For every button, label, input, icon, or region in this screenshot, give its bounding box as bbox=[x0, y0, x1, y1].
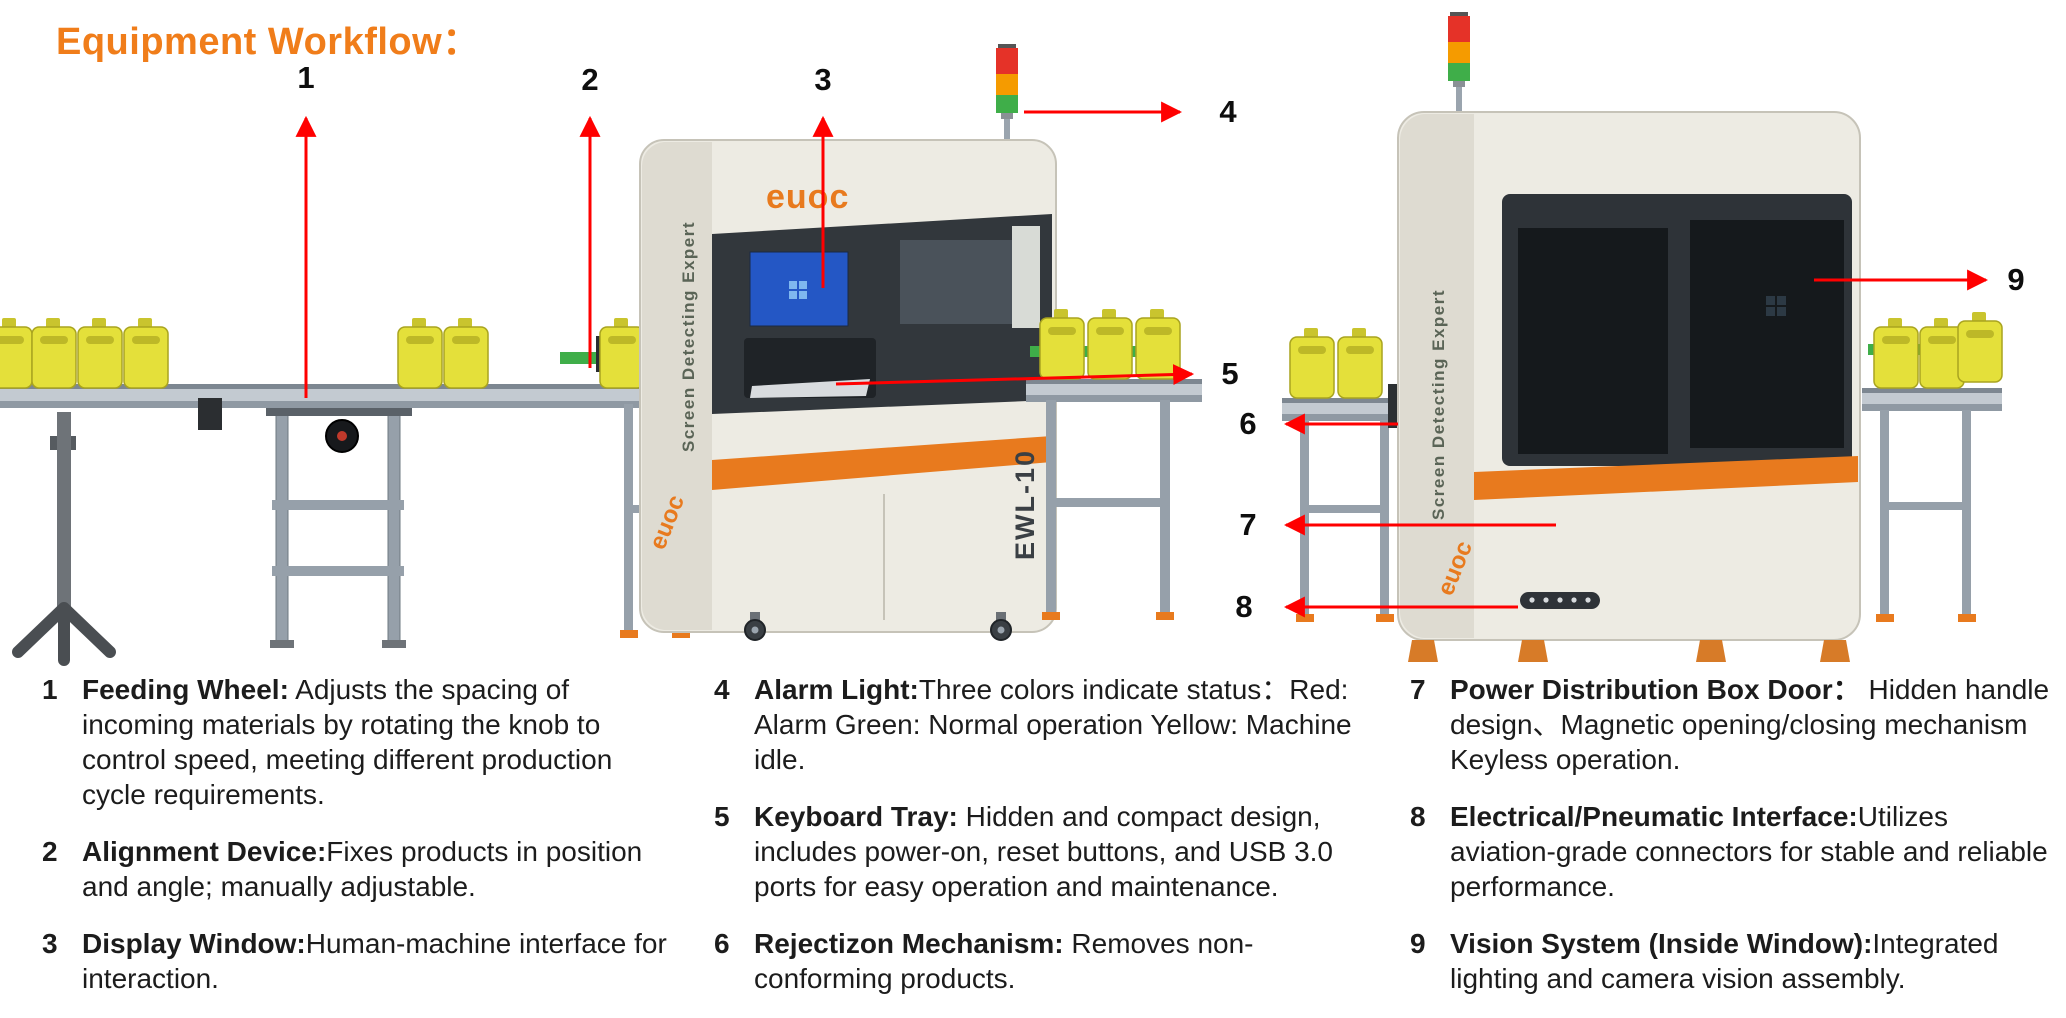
brand-logo-center-top: euoc bbox=[766, 178, 849, 216]
legend-entry-alignment-device: 2 Alignment Device:Fixes products in pos… bbox=[42, 834, 678, 904]
alarm-light-center bbox=[996, 44, 1018, 145]
legend-entry-desc: Integrated lighting and camera vision as… bbox=[1450, 928, 1999, 994]
callout-label-7: 7 bbox=[1239, 507, 1257, 542]
legend-entry-desc: Adjusts the spacing of incoming material… bbox=[82, 674, 613, 810]
legend-entry-display-window: 3 Display Window:Human-machine interface… bbox=[42, 926, 678, 996]
windows-logo-faint bbox=[1766, 296, 1786, 316]
legend-entry-alarm-light: 4 Alarm Light:Three colors indicate stat… bbox=[714, 672, 1369, 777]
feeding-wheel-station bbox=[266, 386, 412, 648]
legend-entry-term: Alignment Device: bbox=[82, 836, 327, 867]
legend-entry-term: Alarm Light: bbox=[754, 674, 919, 705]
tripod-stand bbox=[12, 412, 116, 666]
callout-label-3: 3 bbox=[814, 62, 832, 97]
legend-entry-text: Alarm Light:Three colors indicate status… bbox=[754, 672, 1369, 777]
legend-entry-desc: Hidden handle design、Magnetic opening/cl… bbox=[1450, 674, 2050, 775]
legend-entry-desc: Removes non-conforming products. bbox=[754, 928, 1254, 994]
legend-entry-text: Keyboard Tray: Hidden and compact design… bbox=[754, 799, 1369, 904]
conveyor-mid-right bbox=[1026, 346, 1202, 620]
legend-entry-electrical-interface: 8 Electrical/Pneumatic Interface:Utilize… bbox=[1410, 799, 2056, 904]
yellow-containers-right bbox=[1873, 311, 2003, 389]
callout-label-2: 2 bbox=[581, 62, 599, 97]
legend-entry-number: 6 bbox=[714, 928, 730, 959]
callout-arrows bbox=[295, 101, 1989, 618]
legend-entry-number: 3 bbox=[42, 928, 58, 959]
legend-entry-desc: Utilizes aviation-grade connectors for s… bbox=[1450, 801, 2048, 902]
equipment-illustration: Screen Detecting Expert euoc EWL-10 euoc bbox=[0, 12, 2003, 666]
legend-entry-desc: Three colors indicate status：Red: Alarm … bbox=[754, 674, 1352, 775]
legend-entry-number: 2 bbox=[42, 836, 58, 867]
leveling-feet bbox=[1408, 640, 1850, 662]
legend-entry-desc: Fixes products in position and angle; ma… bbox=[82, 836, 643, 902]
legend-entry-text: Vision System (Inside Window):Integrated… bbox=[1450, 926, 2056, 996]
legend-entry-term: Vision System (Inside Window): bbox=[1450, 928, 1873, 959]
conveyor-left bbox=[0, 384, 700, 430]
legend-entry-number: 8 bbox=[1410, 801, 1426, 832]
legend-entry-number: 5 bbox=[714, 801, 730, 832]
orange-band-center bbox=[712, 436, 1052, 490]
legend-entry-keyboard-tray: 5 Keyboard Tray: Hidden and compact desi… bbox=[714, 799, 1369, 904]
legend-entry-number: 7 bbox=[1410, 674, 1426, 705]
legend-entry-number: 9 bbox=[1410, 928, 1426, 959]
orange-band-right bbox=[1474, 456, 1858, 500]
side-label-right: Screen Detecting Expert bbox=[1429, 289, 1448, 520]
legend-entry-term: Display Window: bbox=[82, 928, 306, 959]
legend-column-1: 1 Feeding Wheel: Adjusts the spacing of … bbox=[42, 672, 678, 1018]
legend-entry-power-box-door: 7 Power Distribution Box Door： Hidden ha… bbox=[1410, 672, 2056, 777]
conveyor-right-machine-left bbox=[1282, 384, 1414, 622]
legend-entry-term: Feeding Wheel: bbox=[82, 674, 289, 705]
page-title: Equipment Workflow： bbox=[56, 21, 481, 63]
vision-window-right bbox=[1690, 220, 1844, 448]
legend-entry-feeding-wheel: 1 Feeding Wheel: Adjusts the spacing of … bbox=[42, 672, 678, 812]
legend-entry-term: Power Distribution Box Door： bbox=[1450, 674, 1861, 705]
alarm-light-right bbox=[1448, 12, 1470, 113]
legend-column-3: 7 Power Distribution Box Door： Hidden ha… bbox=[1410, 672, 2056, 1018]
legend-entry-term: Keyboard Tray: bbox=[754, 801, 958, 832]
legend-entry-number: 4 bbox=[714, 674, 730, 705]
model-label: EWL-10 bbox=[1010, 449, 1040, 560]
side-label-center: Screen Detecting Expert bbox=[679, 221, 698, 452]
right-machine: Screen Detecting Expert euoc bbox=[1397, 12, 1861, 662]
legend-entry-text: Feeding Wheel: Adjusts the spacing of in… bbox=[82, 672, 678, 812]
callout-label-4: 4 bbox=[1219, 94, 1237, 129]
yellow-containers-mid bbox=[1039, 308, 1181, 380]
legend-entry-desc: Human-machine interface for interaction. bbox=[82, 928, 667, 994]
vision-window-left bbox=[1518, 228, 1668, 454]
legend-entry-text: Alignment Device:Fixes products in posit… bbox=[82, 834, 678, 904]
center-machine: Screen Detecting Expert euoc EWL-10 euoc bbox=[639, 44, 1057, 641]
callout-label-9: 9 bbox=[2007, 262, 2025, 297]
legend-entry-text: Display Window:Human-machine interface f… bbox=[82, 926, 678, 996]
legend-entry-vision-system: 9 Vision System (Inside Window):Integrat… bbox=[1410, 926, 2056, 996]
legend-entry-rejection-mechanism: 6 Rejectizon Mechanism: Removes non-conf… bbox=[714, 926, 1369, 996]
legend-entry-text: Electrical/Pneumatic Interface:Utilizes … bbox=[1450, 799, 2056, 904]
callout-label-8: 8 bbox=[1235, 589, 1253, 624]
legend-entry-number: 1 bbox=[42, 674, 58, 705]
interface-ports bbox=[1529, 597, 1591, 603]
legend-entry-text: Rejectizon Mechanism: Removes non-confor… bbox=[754, 926, 1369, 996]
legend-column-2: 4 Alarm Light:Three colors indicate stat… bbox=[714, 672, 1369, 1018]
legend-entry-term: Electrical/Pneumatic Interface: bbox=[1450, 801, 1858, 832]
legend-entry-text: Power Distribution Box Door： Hidden hand… bbox=[1450, 672, 2056, 777]
callout-label-6: 6 bbox=[1239, 406, 1257, 441]
legend-entry-desc: Hidden and compact design, includes powe… bbox=[754, 801, 1334, 902]
callout-label-1: 1 bbox=[297, 60, 315, 95]
callout-arrow-5 bbox=[835, 364, 1195, 386]
legend-entry-term: Rejectizon Mechanism: bbox=[754, 928, 1064, 959]
callout-label-5: 5 bbox=[1221, 356, 1239, 391]
yellow-containers-right-machine-left bbox=[1289, 327, 1383, 399]
windows-logo bbox=[789, 281, 807, 299]
